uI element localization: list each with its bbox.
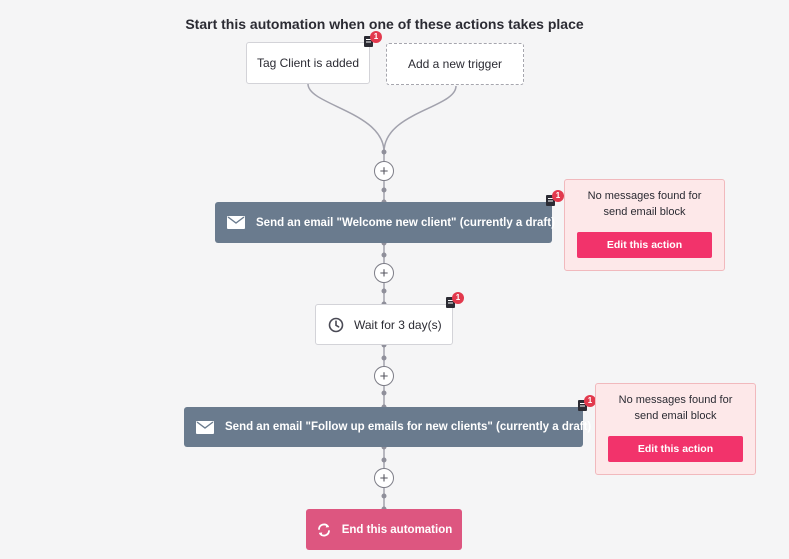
badge-count: 1 (584, 395, 596, 407)
envelope-icon (196, 420, 214, 434)
connector-dot (381, 390, 387, 396)
trigger-connector-left (307, 83, 385, 153)
refresh-icon (317, 523, 330, 536)
connector-dot (381, 149, 387, 155)
connector-dot (381, 252, 387, 258)
action-send-email-welcome[interactable]: Send an email "Welcome new client" (curr… (215, 202, 555, 243)
connector-dot (381, 457, 387, 463)
connector-dot (381, 288, 387, 294)
connector-dot (381, 493, 387, 499)
insert-step-button[interactable]: + (374, 161, 394, 181)
action-badge[interactable]: 1 (446, 292, 468, 310)
edit-action-button[interactable]: Edit this action (608, 436, 743, 462)
action-label: Send an email "Welcome new client" (curr… (256, 216, 555, 229)
badge-count: 1 (370, 31, 382, 43)
error-notice-panel: No messages found for send email block E… (595, 383, 756, 475)
notice-message: No messages found for send email block (618, 394, 733, 422)
clock-icon (328, 317, 344, 332)
edit-action-button[interactable]: Edit this action (577, 232, 712, 258)
action-send-email-follow-up[interactable]: Send an email "Follow up emails for new … (184, 407, 591, 447)
action-badge[interactable]: 1 (546, 190, 568, 208)
connector-dot (381, 355, 387, 361)
envelope-icon (227, 216, 245, 229)
error-notice-panel: No messages found for send email block E… (564, 179, 725, 271)
trigger-label: Tag Client is added (256, 56, 360, 70)
insert-step-button[interactable]: + (374, 468, 394, 488)
trigger-badge[interactable]: 1 (364, 31, 386, 49)
badge-count: 1 (552, 190, 564, 202)
insert-step-button[interactable]: + (374, 263, 394, 283)
insert-step-button[interactable]: + (374, 366, 394, 386)
notice-message: No messages found for send email block (587, 190, 702, 218)
connector-dot (381, 187, 387, 193)
badge-count: 1 (452, 292, 464, 304)
page-title: Start this automation when one of these … (185, 16, 584, 32)
add-new-trigger-button[interactable]: Add a new trigger (386, 43, 524, 85)
action-label: Send an email "Follow up emails for new … (225, 421, 592, 433)
end-automation-block[interactable]: End this automation (306, 509, 462, 550)
action-wait[interactable]: Wait for 3 day(s) (315, 304, 453, 345)
action-label: Wait for 3 day(s) (354, 317, 442, 332)
action-badge[interactable]: 1 (578, 395, 600, 413)
trigger-connector-right (383, 85, 457, 153)
end-label: End this automation (341, 523, 453, 536)
add-trigger-label: Add a new trigger (407, 57, 503, 71)
trigger-tag-client-added[interactable]: Tag Client is added (246, 42, 370, 84)
